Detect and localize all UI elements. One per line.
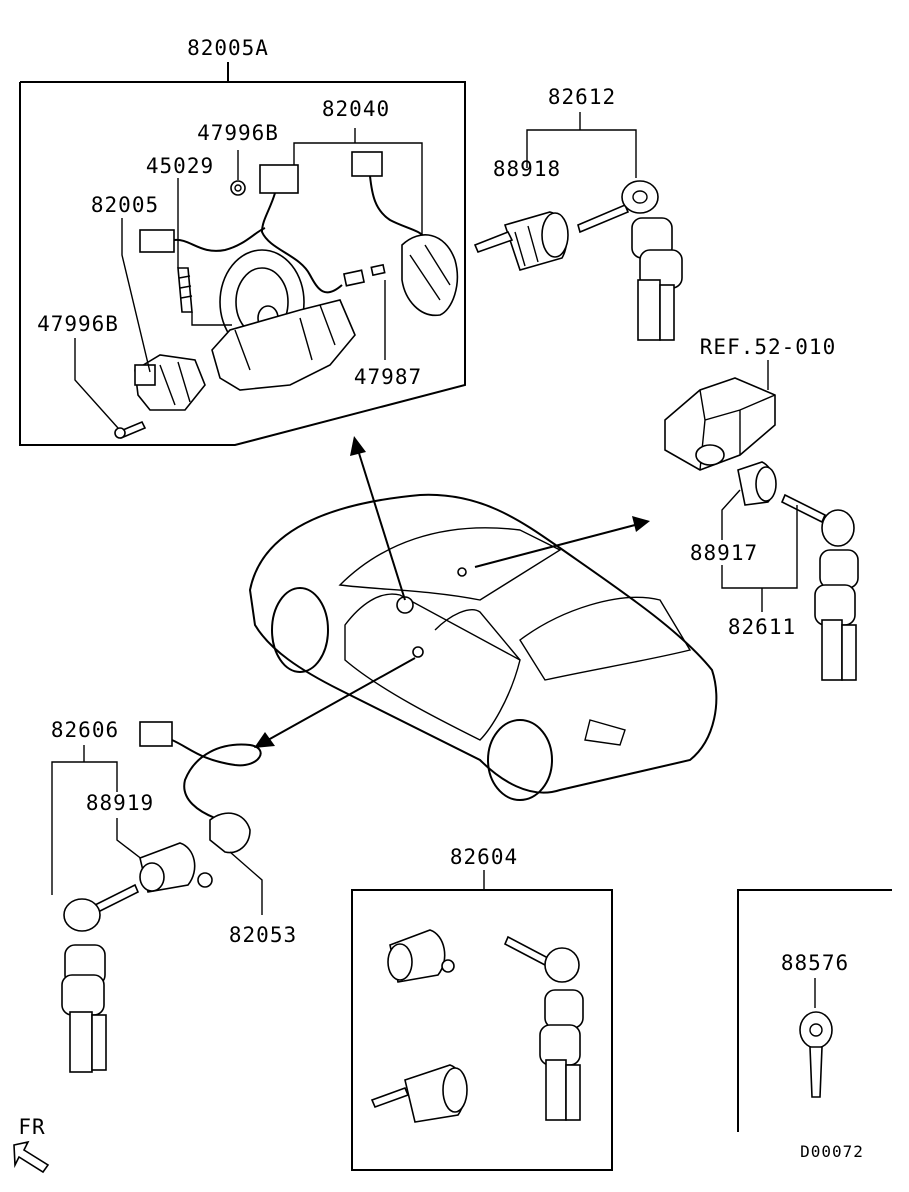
- label-82005: 82005: [91, 193, 159, 217]
- box-88576: [737, 889, 892, 1132]
- label-ref-52-010: REF.52-010: [700, 335, 836, 359]
- box-82005A: [19, 62, 466, 446]
- group-82611: [664, 360, 859, 681]
- label-82040: 82040: [322, 97, 390, 121]
- leaders-82005A: [74, 128, 423, 429]
- label-88917: 88917: [690, 541, 758, 565]
- box-82604: [351, 870, 613, 1171]
- label-82612: 82612: [548, 85, 616, 109]
- label-front: FR: [18, 1115, 45, 1139]
- label-82604: 82604: [450, 845, 518, 869]
- label-82053: 82053: [229, 923, 297, 947]
- label-82005A: 82005A: [187, 36, 269, 60]
- label-88918: 88918: [493, 157, 561, 181]
- steering-lock-assembly: [114, 151, 459, 440]
- label-82611: 82611: [728, 615, 796, 639]
- front-arrow: [13, 1140, 50, 1174]
- group-82612: [473, 112, 683, 341]
- label-88576: 88576: [781, 951, 849, 975]
- label-47996B-top: 47996B: [197, 121, 279, 145]
- label-82606: 82606: [51, 718, 119, 742]
- label-47987: 47987: [354, 365, 422, 389]
- label-45029: 45029: [146, 154, 214, 178]
- diagram-code: D00072: [800, 1142, 864, 1161]
- pointer-arrows: [254, 436, 650, 748]
- group-82606: [51, 721, 263, 1073]
- label-47996B-left: 47996B: [37, 312, 119, 336]
- vehicle-outline: [248, 493, 718, 801]
- label-88919: 88919: [86, 791, 154, 815]
